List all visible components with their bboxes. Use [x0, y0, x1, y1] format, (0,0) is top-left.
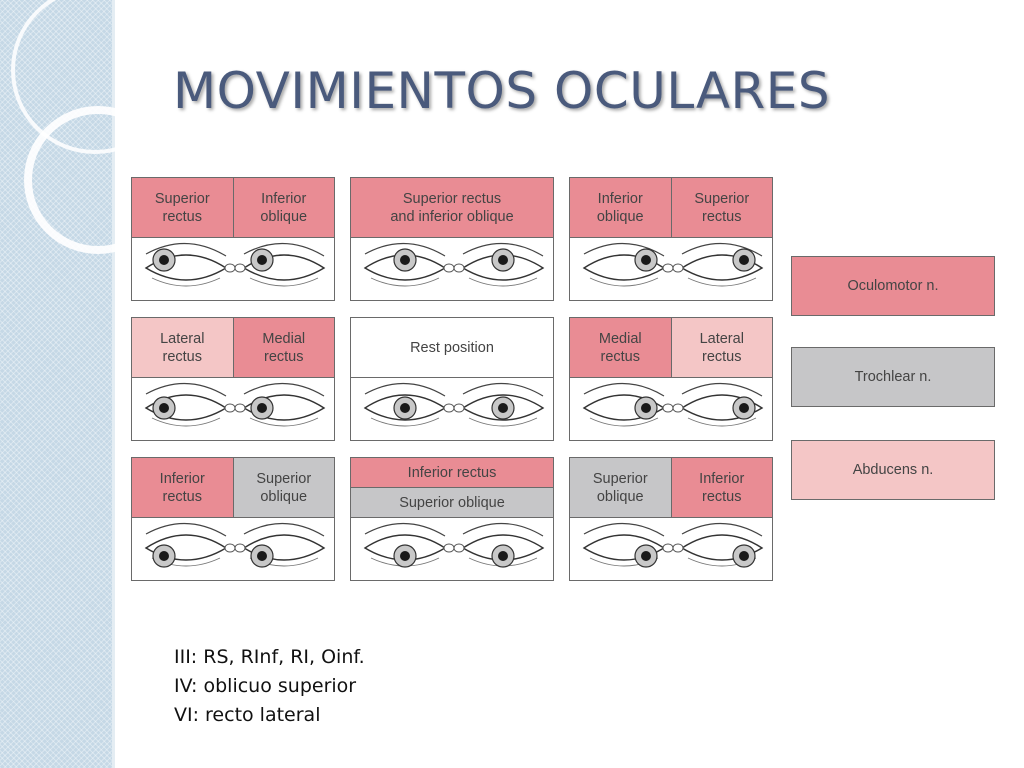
muscle-header: Superior rectus and inferior oblique [351, 178, 553, 238]
muscle-label: Superior rectus and inferior oblique [351, 178, 553, 237]
left-eye-icon [453, 242, 545, 287]
gaze-panel: Superior rectus and inferior oblique [350, 177, 554, 301]
sidebar-edge [112, 0, 115, 768]
eye-pair-icon [363, 242, 545, 287]
muscle-label: Inferior oblique [570, 178, 671, 237]
right-eye-icon [144, 242, 236, 287]
muscle-label: Lateral rectus [670, 318, 772, 377]
note-line: IV: oblicuo superior [174, 675, 357, 697]
eye-pair-icon [144, 522, 326, 568]
muscle-label: Superior oblique [570, 458, 671, 517]
left-eye-icon [672, 522, 764, 568]
muscle-label: Superior oblique [351, 487, 553, 517]
left-eye-icon [234, 522, 326, 568]
muscle-label: Superior rectus [670, 178, 772, 237]
left-eye-icon [672, 382, 764, 427]
muscle-label: Superior oblique [232, 458, 334, 517]
note-line: III: RS, RInf, RI, Oinf. [174, 646, 365, 668]
right-eye-icon [363, 522, 455, 568]
muscle-label: Inferior rectus [132, 458, 233, 517]
legend-item-oculomotor: Oculomotor n. [791, 256, 995, 316]
muscle-label: Superior rectus [132, 178, 233, 237]
legend-item-abducens: Abducens n. [791, 440, 995, 500]
right-eye-icon [582, 382, 674, 427]
muscle-label: Medial rectus [232, 318, 334, 377]
right-eye-icon [144, 382, 236, 427]
nerve-notes: III: RS, RInf, RI, Oinf. IV: oblicuo sup… [174, 643, 365, 730]
eye-pair-icon [582, 242, 764, 287]
left-eye-icon [234, 382, 326, 427]
muscle-label: Inferior oblique [232, 178, 334, 237]
eye-pair-icon [582, 522, 764, 568]
right-eye-icon [582, 242, 674, 287]
eye-pair-icon [144, 382, 326, 427]
muscle-header: Rest position [351, 318, 553, 378]
muscle-label: Medial rectus [570, 318, 671, 377]
left-eye-icon [453, 522, 545, 568]
slide-title: MOVIMIENTOS OCULARES [173, 62, 831, 120]
eye-pair-icon [363, 522, 545, 568]
muscle-label: Rest position [351, 318, 553, 377]
left-eye-icon [453, 382, 545, 427]
eye-pair-icon [582, 382, 764, 427]
left-eye-icon [234, 242, 326, 287]
note-line: VI: recto lateral [174, 704, 321, 726]
muscle-label: Inferior rectus [351, 458, 553, 487]
left-eye-icon [672, 242, 764, 287]
right-eye-icon [363, 242, 455, 287]
eye-pair-icon [144, 242, 326, 287]
muscle-label: Inferior rectus [670, 458, 772, 517]
right-eye-icon [363, 382, 455, 427]
muscle-label: Lateral rectus [132, 318, 233, 377]
right-eye-icon [144, 522, 236, 568]
legend-item-trochlear: Trochlear n. [791, 347, 995, 407]
gaze-panel: Rest position [350, 317, 554, 441]
eye-pair-icon [363, 382, 545, 427]
right-eye-icon [582, 522, 674, 568]
